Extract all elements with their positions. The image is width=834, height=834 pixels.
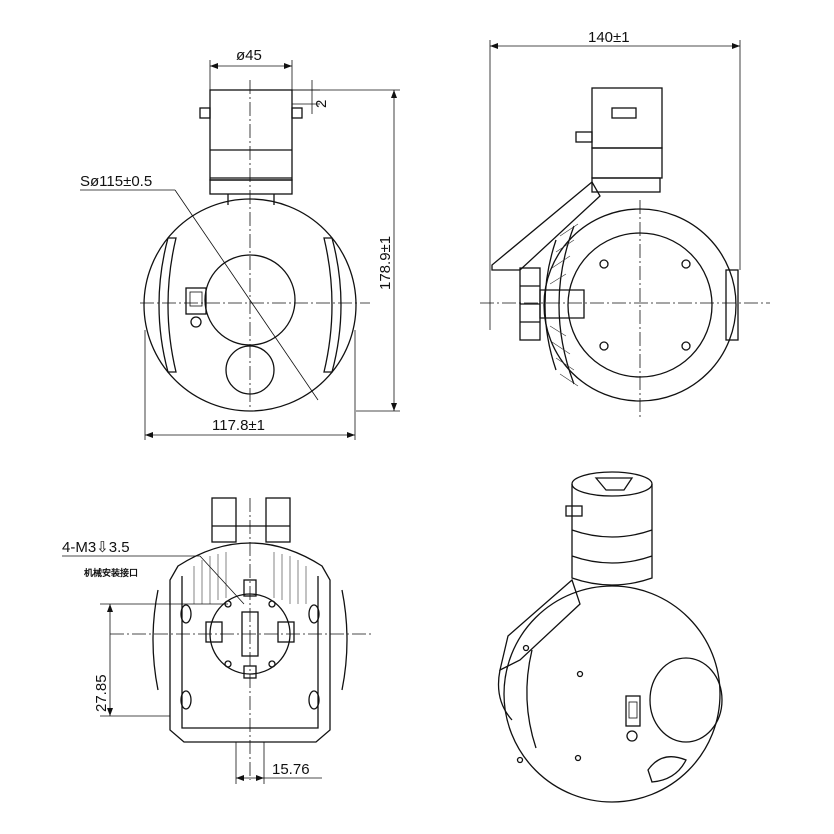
width-dim-label: 117.8±1 — [212, 417, 265, 434]
isometric-view — [497, 471, 723, 803]
thread-spec-label: 4-M3⇩3.5 — [62, 539, 130, 556]
side-view: 140±1 — [480, 29, 770, 420]
length-dim-label: 140±1 — [588, 29, 630, 46]
vertical-dim-label: 27.85 — [93, 674, 110, 712]
height-dim-label: 178.9±1 — [377, 236, 394, 290]
offset-dim-label: 15.76 — [272, 761, 310, 778]
front-view: Sø115±0.5 ø45 2 178.9±1 117.8±1 — [80, 47, 400, 440]
mount-interface-note: 机械安装接口 — [84, 567, 138, 579]
sphere-diameter-label: Sø115±0.5 — [80, 173, 152, 190]
step-dim-label: 2 — [313, 100, 330, 108]
bottom-view: 4-M3⇩3.5 机械安装接口 27.85 15.76 — [62, 497, 372, 784]
top-diameter-label: ø45 — [236, 47, 262, 64]
